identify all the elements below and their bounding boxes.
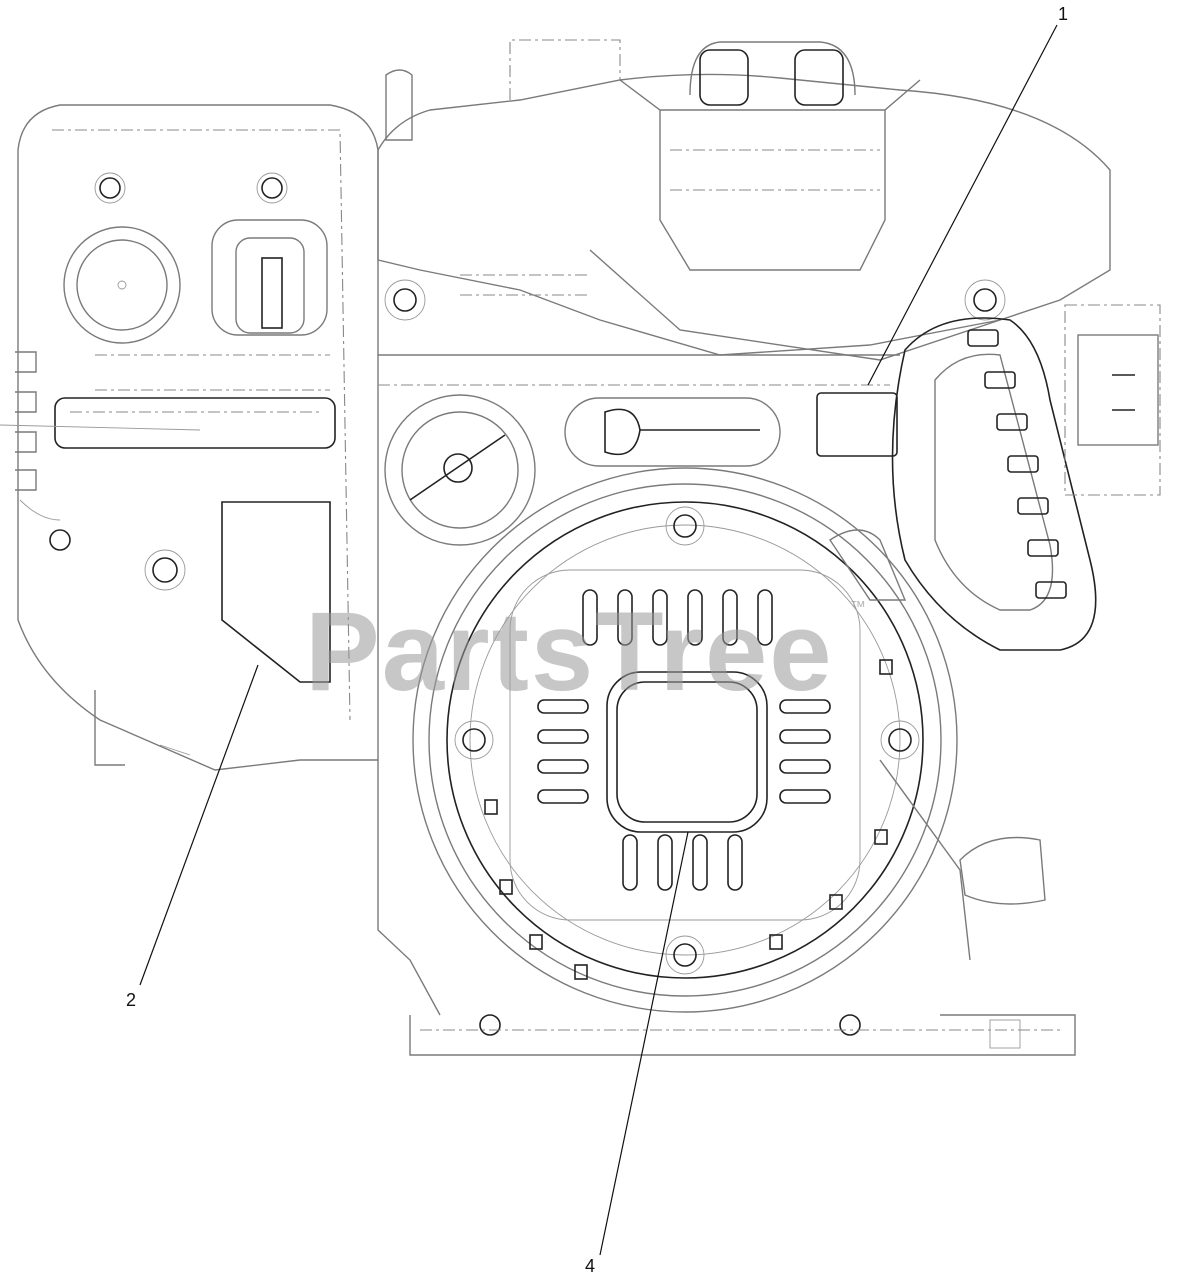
watermark: PartsTree ™ <box>305 589 866 714</box>
leader-line-4 <box>599 831 689 1256</box>
handle-ribs <box>967 329 1067 599</box>
callout-1[interactable]: 1 <box>1058 4 1068 24</box>
recoil-starter <box>412 467 958 1036</box>
engine-base <box>377 760 1076 1056</box>
callouts: 1 2 4 <box>126 4 1068 1276</box>
callout-2[interactable]: 2 <box>126 990 136 1010</box>
engine-top-section <box>377 39 1111 546</box>
grille-slots <box>537 589 831 891</box>
watermark-text: PartsTree <box>305 589 834 714</box>
leader-lines <box>139 24 1058 1256</box>
right-side-assembly <box>829 304 1161 961</box>
blower-housing-left <box>0 104 379 771</box>
callout-4[interactable]: 4 <box>585 1256 595 1276</box>
starter-teeth <box>484 659 893 980</box>
leader-line-1 <box>867 24 1058 386</box>
watermark-trademark: ™ <box>850 599 866 616</box>
leader-line-2 <box>139 664 259 986</box>
